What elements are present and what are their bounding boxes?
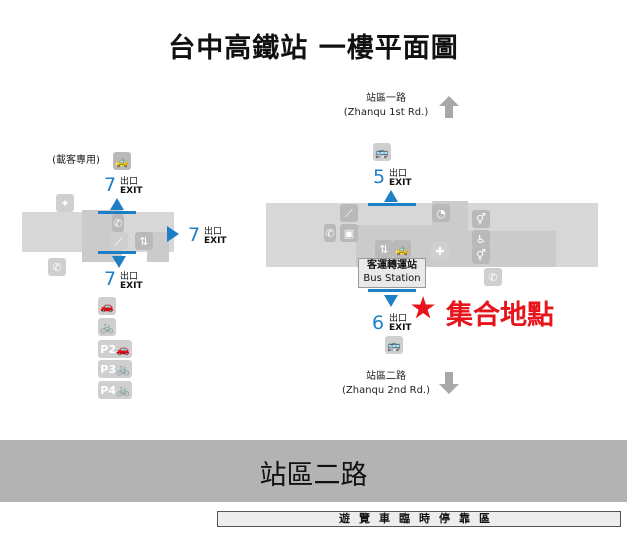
parking-p2-icon: P2 🚗: [98, 340, 132, 358]
phone-icon: ✆: [48, 258, 66, 276]
bus-station-label: 客運轉運站 Bus Station: [358, 258, 426, 288]
exit-7-right-zh: 出口: [204, 227, 223, 237]
arrow-up-icon: [439, 96, 459, 118]
exit-7-bottom-arrow: [112, 256, 126, 268]
exit-5-en: EXIT: [389, 178, 412, 188]
restroom-icon: ⚥: [472, 210, 490, 228]
bus-station-zh: 客運轉運站: [367, 260, 417, 271]
exit-5-arrow: [384, 190, 398, 202]
exit-7-top-arrow: [110, 198, 124, 210]
parking-p2-label: P2: [100, 342, 116, 356]
meeting-star-icon: ★: [411, 293, 436, 324]
parking-p3-label: P3: [100, 362, 116, 376]
phone-icon: ✆: [484, 268, 502, 286]
page-title: 台中高鐵站 一樓平面圖: [168, 33, 459, 64]
exit-5-door: [368, 203, 416, 206]
exit-7-top-door: [98, 211, 136, 214]
exit-7-top-zh: 出口: [120, 177, 139, 187]
atm-icon: ▣: [340, 224, 358, 242]
exit-7-bottom-number: 7: [104, 268, 117, 290]
exit-6-arrow: [384, 295, 398, 307]
info-icon: ✦: [56, 194, 74, 212]
escalator-icon: ⟋: [340, 204, 358, 222]
exit-6-en: EXIT: [389, 323, 412, 333]
bus-icon: 🚌: [373, 143, 391, 161]
bottom-road-en: (Zhanqu 2nd Rd.): [341, 385, 431, 396]
escalator-icon: ⟋: [110, 232, 128, 250]
parking-p4-label: P4: [100, 383, 116, 397]
exit-7-right-number: 7: [188, 224, 201, 246]
info-icon: ✚: [431, 242, 449, 260]
exit-7-bottom-zh: 出口: [120, 272, 139, 282]
bottom-road-label: 站區二路 (Zhanqu 2nd Rd.): [340, 370, 432, 398]
exit-7-right-arrow: [167, 226, 179, 242]
exit-5-zh: 出口: [389, 169, 408, 179]
exit-7-bottom-en: EXIT: [120, 281, 143, 291]
exit-7-right-en: EXIT: [204, 236, 227, 246]
parking-p4-icon: P4 🚲: [98, 381, 132, 399]
exit-7-bottom-door: [98, 251, 136, 254]
arrow-down-icon: [439, 372, 459, 394]
accessible-icon: ♿: [472, 230, 490, 248]
exit-6-number: 6: [372, 312, 385, 334]
taxi-icon: 🚕: [113, 152, 131, 170]
elevator-icon: ⇅: [375, 240, 393, 258]
exit-5-number: 5: [373, 166, 386, 188]
meeting-point-label: 集合地點: [446, 300, 554, 331]
road-name: 站區二路: [259, 460, 368, 491]
car-icon: 🚗: [98, 297, 116, 315]
exit-7-top-number: 7: [104, 174, 117, 196]
road-band: [0, 440, 627, 502]
taxi-icon: 🚕: [393, 240, 411, 258]
bus-station-en: Bus Station: [363, 273, 421, 284]
elevator-icon: ⇅: [135, 232, 153, 250]
exit-6-door: [368, 289, 416, 292]
phone-icon: ✆: [112, 214, 124, 232]
phone-icon: ✆: [324, 224, 336, 242]
bus-icon: 🚌: [385, 336, 403, 354]
parking-p3-icon: P3 🚲: [98, 360, 132, 378]
bottom-road-zh: 站區二路: [366, 371, 406, 382]
exit-6-zh: 出口: [389, 314, 408, 324]
bike-icon: 🚲: [98, 318, 116, 336]
top-road-zh: 站區一路: [366, 93, 406, 104]
restroom-icon: ⚥: [472, 246, 490, 264]
exit-7-top-en: EXIT: [120, 186, 143, 196]
top-road-en: (Zhanqu 1st Rd.): [343, 107, 429, 118]
top-road-label: 站區一路 (Zhanqu 1st Rd.): [340, 92, 432, 120]
tour-bus-drop-zone: 遊覽車臨時停靠區: [217, 511, 621, 527]
shop-icon: ◔: [432, 204, 450, 222]
passenger-only-note: (載客專用): [52, 155, 100, 166]
